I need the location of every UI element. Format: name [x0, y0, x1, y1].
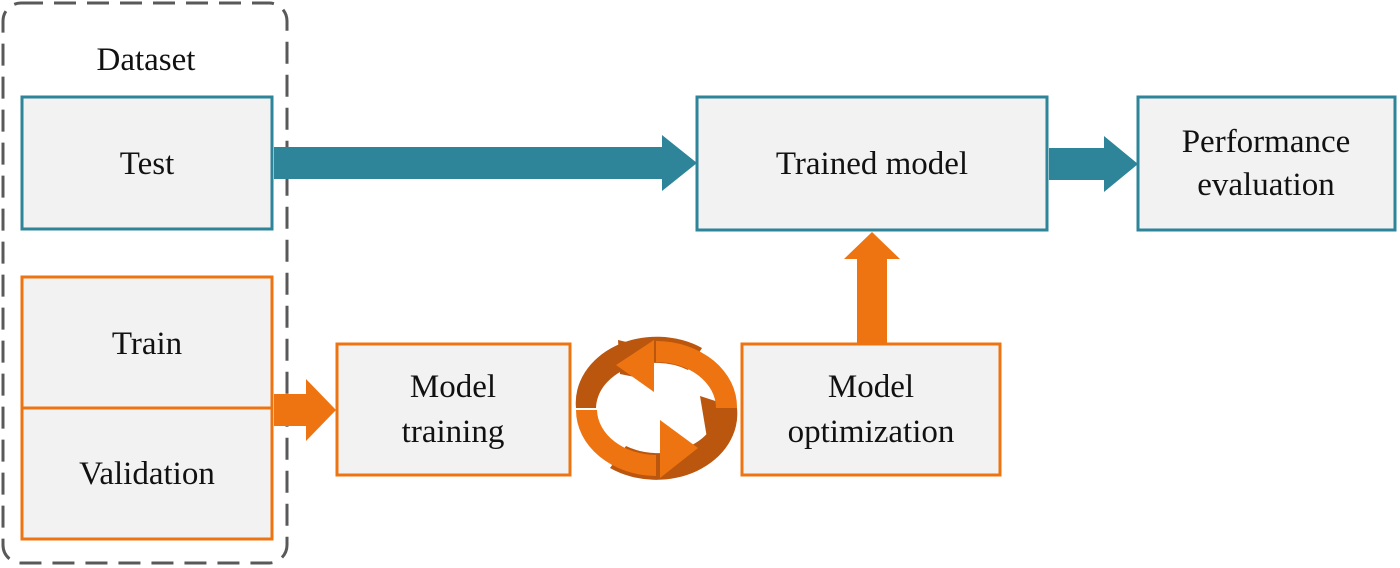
trained-to-evaluation-arrow	[1049, 136, 1138, 192]
test-to-trained-arrow	[274, 135, 697, 191]
model-optimization-line-1: Model	[828, 369, 914, 405]
model-training-box	[335, 342, 572, 477]
dataset-container	[1, 1, 289, 565]
train-label: Train	[112, 326, 182, 362]
performance-evaluation-line-2: evaluation	[1197, 167, 1334, 203]
performance-evaluation-box	[1136, 95, 1397, 232]
cycle-icon	[575, 336, 738, 480]
dataset-title: Dataset	[97, 42, 196, 78]
test-box	[20, 95, 274, 231]
dataset-to-training-arrow	[274, 379, 336, 441]
model-optimization-box	[740, 342, 1002, 477]
model-training-line-2: training	[402, 414, 505, 450]
optimization-to-trained-arrow	[844, 232, 900, 344]
validation-label: Validation	[79, 456, 215, 492]
validation-box	[20, 406, 274, 541]
model-optimization-line-2: optimization	[788, 414, 955, 450]
trained-model-label: Trained model	[776, 146, 968, 182]
trained-model-box	[695, 95, 1049, 232]
test-label: Test	[120, 146, 175, 182]
model-training-line-1: Model	[410, 369, 496, 405]
performance-evaluation-line-1: Performance	[1182, 124, 1351, 160]
train-box	[20, 275, 274, 410]
